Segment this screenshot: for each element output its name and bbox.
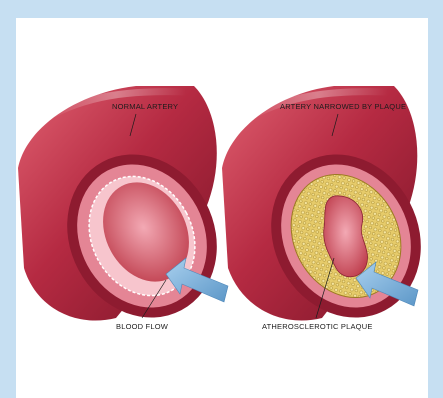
blood-flow-label: BLOOD FLOW bbox=[116, 322, 168, 331]
narrowed-artery-drawing bbox=[222, 86, 428, 344]
plaque-label: ATHEROSCLEROTIC PLAQUE bbox=[262, 322, 373, 331]
illustration-panel: NORMAL ARTERY ARTERY NARROWED BY PLAQUE … bbox=[16, 18, 428, 398]
normal-artery-drawing bbox=[18, 86, 245, 344]
narrowed-artery-label: ARTERY NARROWED BY PLAQUE bbox=[280, 102, 406, 111]
normal-artery-label: NORMAL ARTERY bbox=[112, 102, 178, 111]
artery-illustration bbox=[16, 18, 428, 398]
